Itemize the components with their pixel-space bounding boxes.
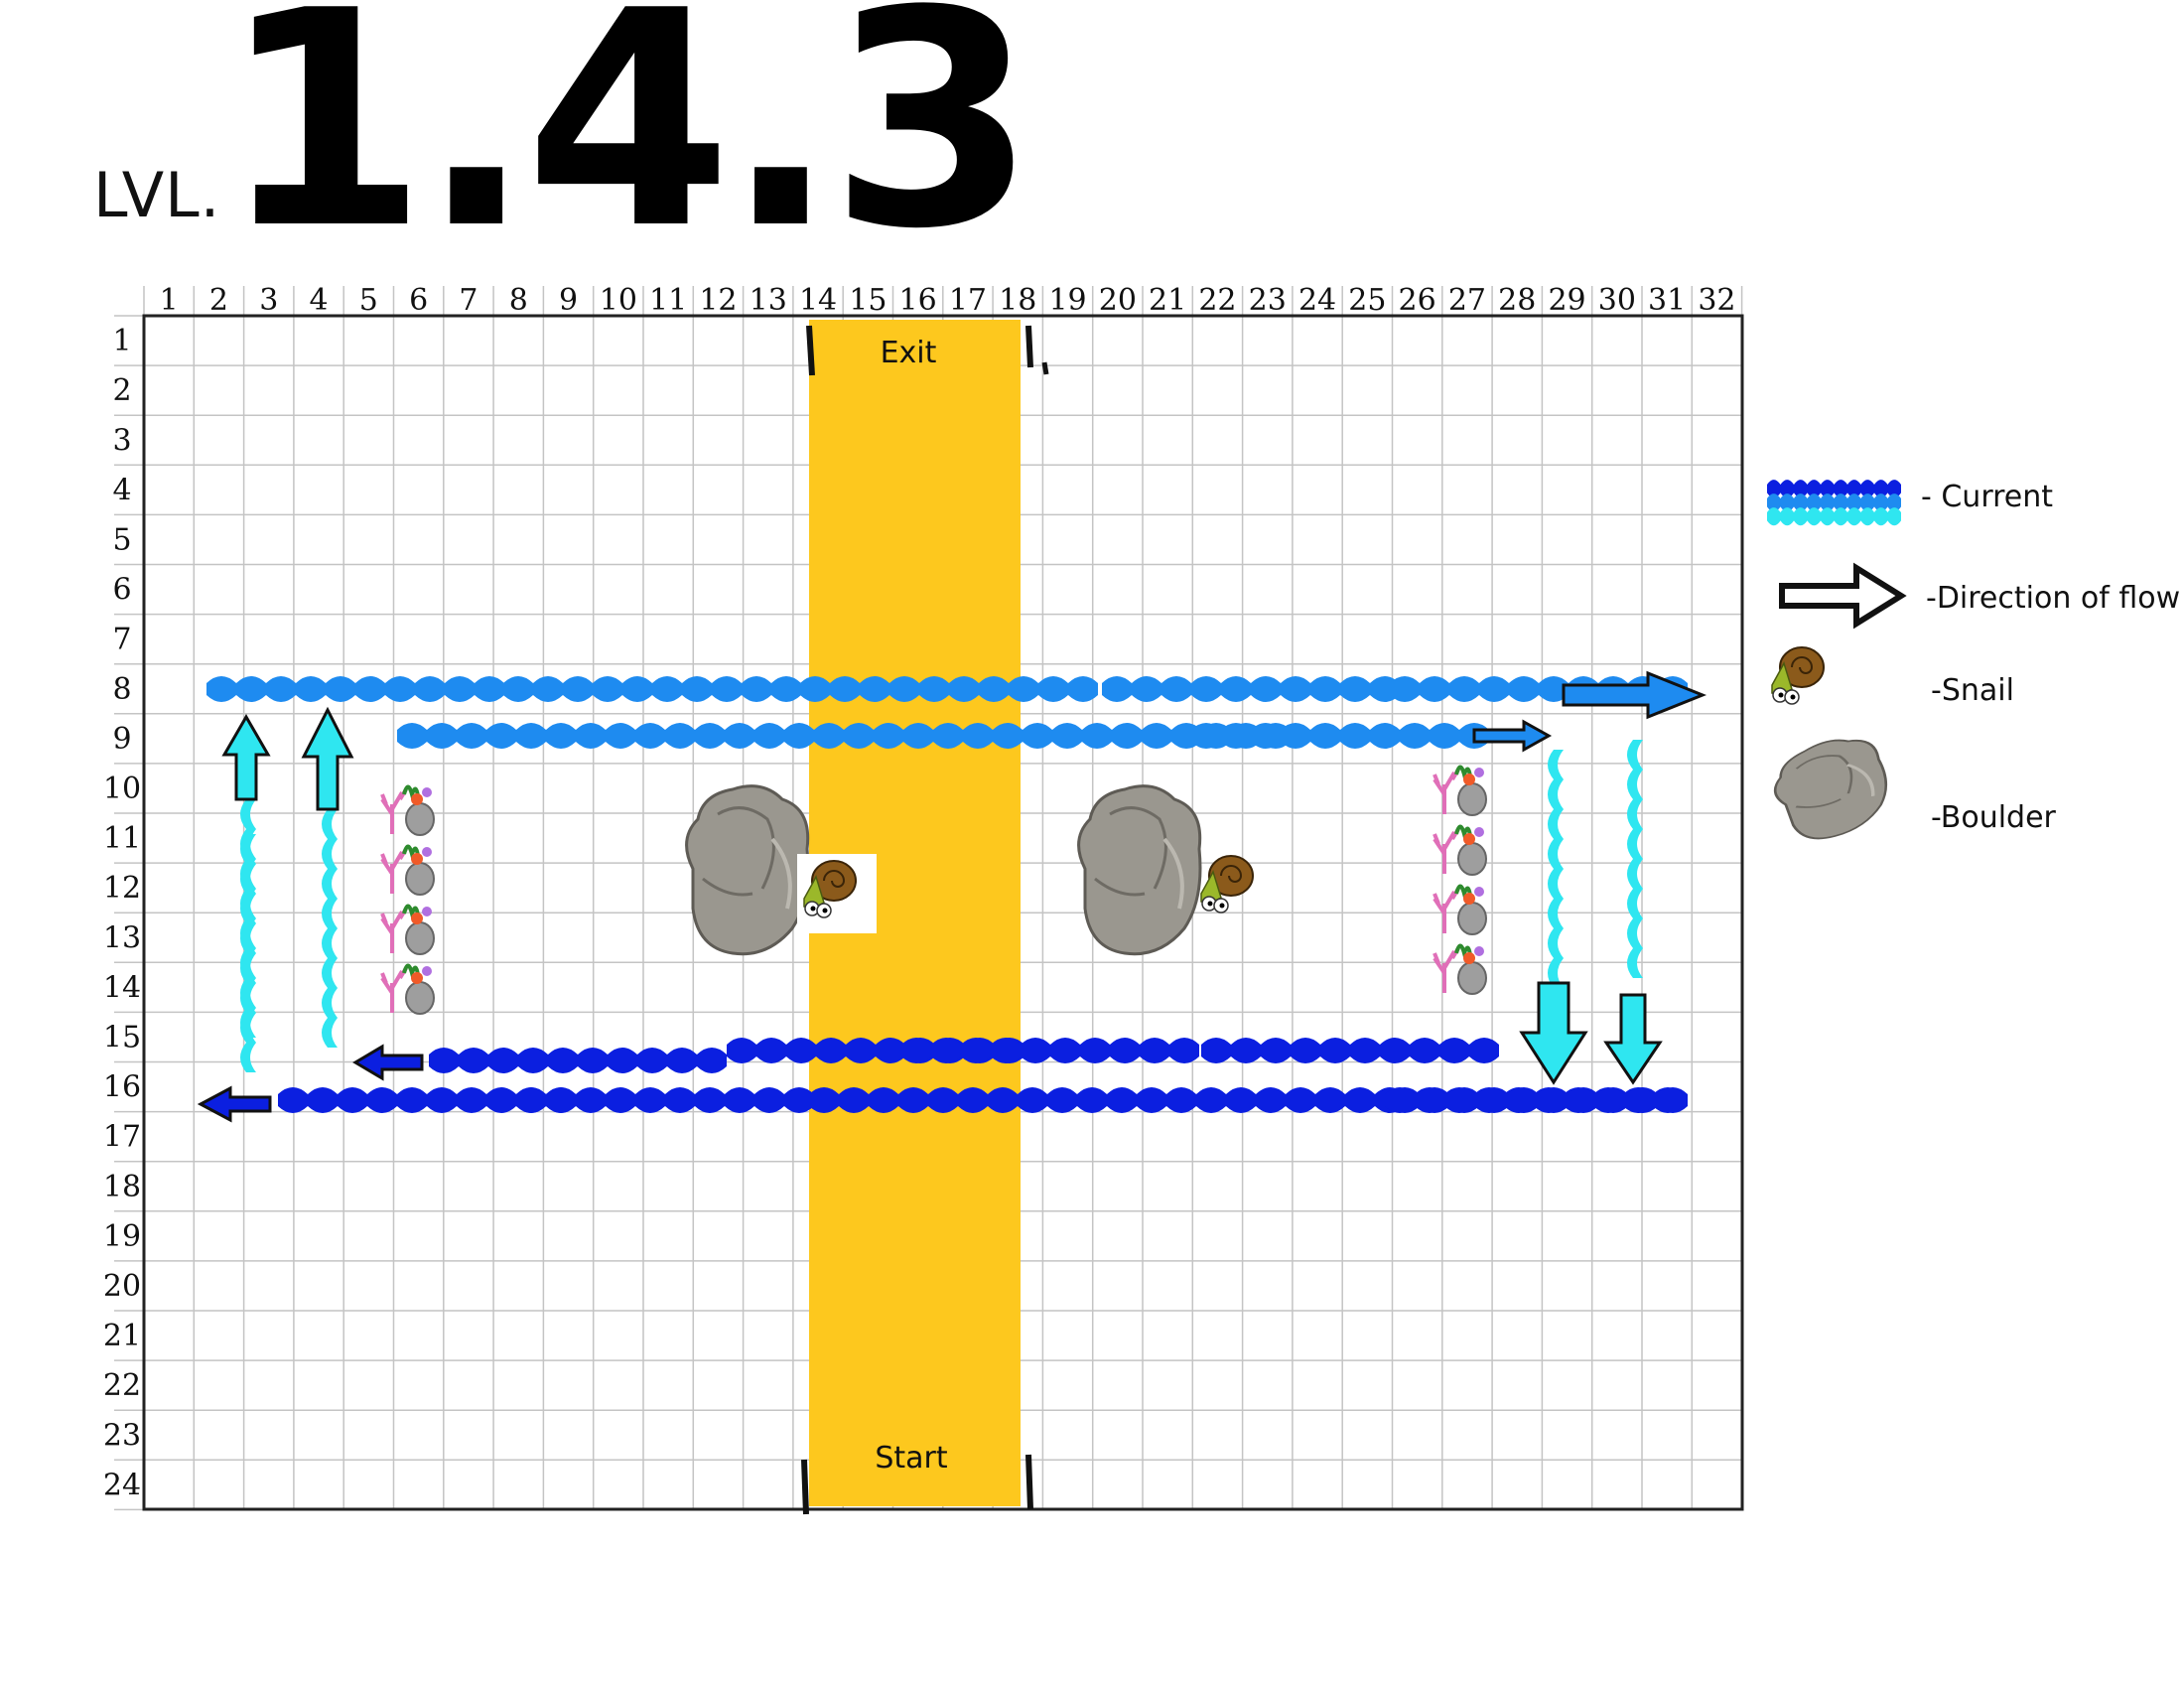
row-label: 15 (103, 1020, 141, 1055)
row-label: 13 (103, 920, 141, 955)
arrow-right-icon (1562, 670, 1707, 720)
column-label: 4 (310, 283, 329, 318)
column-label: 5 (359, 283, 378, 318)
column-label: 29 (1548, 283, 1585, 318)
arrow-up-icon (301, 706, 354, 811)
column-label: 13 (750, 283, 787, 318)
row-label: 1 (112, 324, 131, 358)
boulder-icon (684, 783, 810, 956)
current-row-16 (278, 1087, 1688, 1113)
column-label: 21 (1149, 283, 1186, 318)
legend-snail-icon (1771, 646, 1825, 705)
column-label: 7 (459, 283, 478, 318)
column-label: 22 (1198, 283, 1236, 318)
row-label: 8 (112, 672, 131, 707)
legend: - Current -Direction of flow -Snail -Bou… (1762, 480, 2180, 853)
boulder-icon (1076, 783, 1202, 956)
grid-border (142, 314, 1744, 1511)
legend-current-icon (1767, 480, 1901, 526)
coral-column-left (380, 784, 436, 1016)
column-label: 2 (209, 283, 228, 318)
column-label: 15 (849, 283, 887, 318)
row-label: 3 (112, 423, 131, 458)
row-label: 17 (103, 1120, 141, 1155)
column-label: 8 (509, 283, 528, 318)
coral-icon (380, 784, 436, 837)
row-label: 22 (103, 1368, 141, 1403)
column-label: 30 (1598, 283, 1636, 318)
row-label: 21 (103, 1319, 141, 1353)
arrow-right-icon (1472, 719, 1553, 753)
row-label: 14 (103, 970, 141, 1005)
flow-arrows (197, 670, 1707, 1123)
column-label: 16 (899, 283, 937, 318)
arrow-left-icon (352, 1044, 424, 1081)
legend-boulder-icon (1762, 724, 1901, 853)
column-label: 6 (409, 283, 428, 318)
row-label: 20 (103, 1269, 141, 1304)
level-prefix: LVL. (93, 159, 221, 231)
row-label: 9 (112, 722, 131, 757)
level-number: 1.4.3 (220, 0, 1036, 294)
column-label: 23 (1249, 283, 1287, 318)
legend-arrow-icon (1779, 562, 1907, 630)
row-label: 24 (103, 1468, 141, 1502)
row-label: 12 (103, 871, 141, 906)
legend-snail-label: -Snail (1931, 673, 2014, 708)
column-label: 25 (1348, 283, 1386, 318)
column-label: 31 (1648, 283, 1686, 318)
legend-direction-label: -Direction of flow (1926, 581, 2180, 616)
row-label: 16 (103, 1070, 141, 1105)
row-label: 11 (103, 821, 141, 856)
row-label: 2 (112, 373, 131, 408)
column-label: 19 (1048, 283, 1086, 318)
row-label: 4 (112, 473, 131, 507)
column-label: 11 (649, 283, 687, 318)
row-label: 5 (112, 522, 131, 557)
current-row-9 (397, 723, 1489, 749)
column-label: 24 (1298, 283, 1336, 318)
column-label: 18 (999, 283, 1036, 318)
column-label: 32 (1698, 283, 1735, 318)
column-label: 9 (559, 283, 578, 318)
arrow-down-icon (1519, 981, 1588, 1085)
row-label: 18 (103, 1170, 141, 1204)
column-label: 20 (1099, 283, 1137, 318)
coral-icon (380, 963, 436, 1016)
row-label: 19 (103, 1219, 141, 1254)
arrow-up-icon (221, 714, 271, 801)
arrow-left-icon (197, 1085, 272, 1123)
column-label: 1 (160, 283, 179, 318)
row-label: 7 (112, 623, 131, 657)
row-label: 6 (112, 573, 131, 608)
row-label: 23 (103, 1418, 141, 1453)
start-label: Start (875, 1441, 948, 1476)
column-label: 14 (799, 283, 837, 318)
snail-icon (1200, 855, 1254, 914)
column-label: 27 (1448, 283, 1486, 318)
column-label: 3 (259, 283, 278, 318)
arrow-down-icon (1603, 993, 1663, 1085)
legend-boulder-label: -Boulder (1931, 800, 2057, 835)
column-label: 12 (699, 283, 737, 318)
coral-icon (380, 844, 436, 897)
row-label: 10 (103, 772, 141, 806)
column-label: 28 (1498, 283, 1536, 318)
legend-current-label: - Current (1921, 480, 2053, 514)
exit-label: Exit (881, 336, 937, 370)
column-label: 10 (600, 283, 637, 318)
column-label: 17 (949, 283, 987, 318)
column-label: 26 (1399, 283, 1436, 318)
